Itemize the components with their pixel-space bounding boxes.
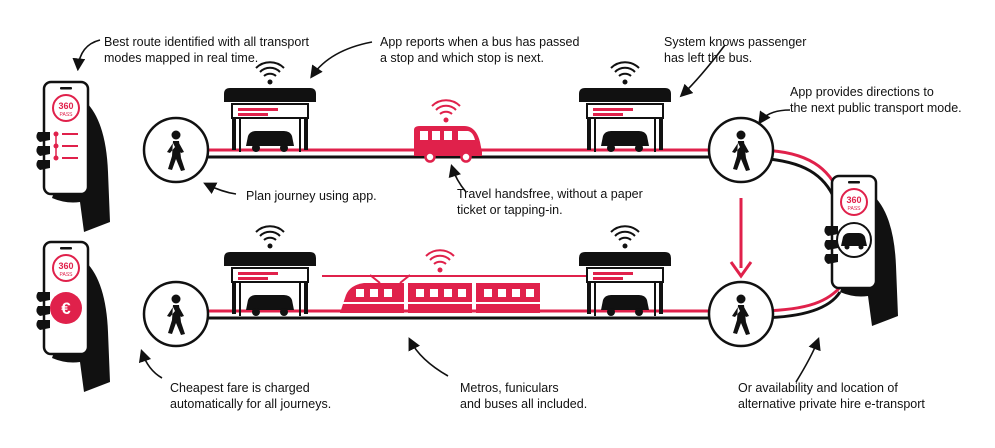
logo-word: PASS <box>848 206 862 212</box>
arrow-alternative <box>795 337 821 383</box>
logo-word: PASS <box>60 272 74 278</box>
logo-number: 360 <box>58 261 73 271</box>
bus-stop-shelter-icon <box>579 225 671 316</box>
wifi-signal-icon <box>610 61 640 85</box>
walking-person-icon <box>142 116 210 184</box>
wifi-signal-icon <box>610 225 640 249</box>
walking-person-icon <box>142 280 210 348</box>
train-icon <box>340 274 540 313</box>
euro-icon: € <box>50 292 82 324</box>
caption-cheapest: Cheapest fare is charged automatically f… <box>170 381 332 411</box>
logo-number: 360 <box>846 195 861 205</box>
wifi-signal-icon <box>255 61 285 85</box>
caption-best-route: Best route identified with all transport… <box>104 35 309 65</box>
bus-stop-shelter-icon <box>224 225 316 316</box>
annotation-arrows <box>72 39 821 383</box>
arrow-cheapest <box>138 348 163 379</box>
arrow-directions <box>758 109 791 125</box>
wifi-signal-icon <box>431 99 461 123</box>
euro-symbol: € <box>61 299 71 318</box>
caption-handsfree: Travel handsfree, without a paper ticket… <box>457 187 643 217</box>
arrow-left-bus <box>679 44 726 98</box>
arrow-handsfree <box>448 163 467 193</box>
down-arrow-icon <box>729 198 753 279</box>
caption-directions: App provides directions to the next publ… <box>790 85 962 115</box>
wifi-signal-icon <box>425 249 455 273</box>
caption-left-bus: System knows passenger has left the bus. <box>664 35 807 65</box>
bus-stop-shelter-icon <box>224 61 316 152</box>
arrow-metros <box>408 337 449 377</box>
walking-person-icon <box>707 280 775 348</box>
caption-plan: Plan journey using app. <box>246 189 377 203</box>
logo-number: 360 <box>58 101 73 111</box>
arrow-best-route <box>72 39 101 72</box>
caption-bus-passed: App reports when a bus has passed a stop… <box>380 35 580 65</box>
caption-alternative: Or availability and location of alternat… <box>738 381 925 411</box>
arrow-plan <box>203 182 237 195</box>
arrow-bus-passed <box>310 41 373 79</box>
bus-icon <box>414 126 482 163</box>
bus-stop-shelter-icon <box>579 61 671 152</box>
car-icon <box>836 222 872 258</box>
wifi-signal-icon <box>255 225 285 249</box>
logo-word: PASS <box>60 112 74 118</box>
caption-metros: Metros, funiculars and buses all include… <box>460 381 588 411</box>
walking-person-icon <box>707 116 775 184</box>
